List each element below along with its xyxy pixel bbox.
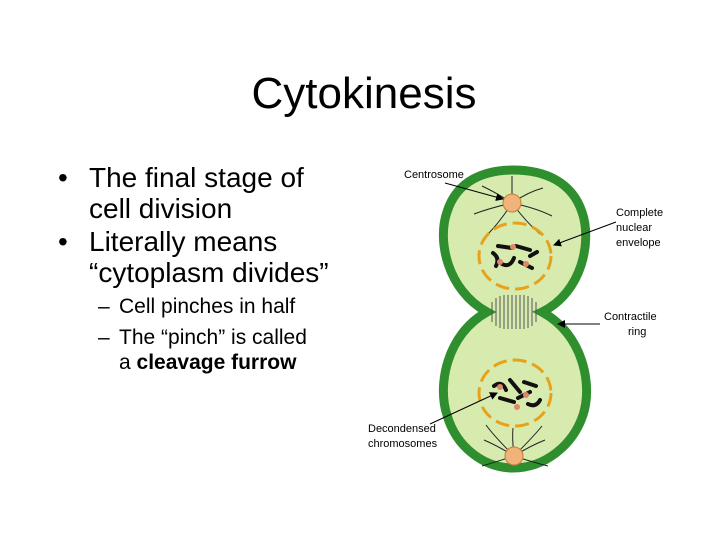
sub-bullet-line: The “pinch” is called <box>119 326 307 349</box>
pointer-chromosomes <box>429 392 498 425</box>
bullet-dot: • <box>58 162 68 193</box>
label-centrosome: Centrosome <box>404 169 464 181</box>
bullet-line: “cytoplasm divides” <box>89 257 329 288</box>
pointer-centrosome <box>444 182 504 201</box>
bullet-dot: • <box>58 226 68 257</box>
key-term: cleavage furrow <box>136 351 297 374</box>
nuclear-envelope-top <box>477 221 553 291</box>
sub-bullet-dash: – <box>98 295 110 318</box>
sub-bullet-dash: – <box>98 326 110 349</box>
sub-bullet-prefix: a <box>119 351 137 374</box>
kinetochores-top <box>497 244 529 267</box>
bullet-line: Literally means <box>89 226 278 257</box>
cell-wall <box>438 165 592 473</box>
label-nuclear-envelope-1: Complete <box>616 207 663 219</box>
chromosomes-top <box>491 244 539 270</box>
nuclear-envelope-bottom <box>477 358 553 428</box>
label-chromosomes-2: chromosomes <box>368 438 438 450</box>
centrosome-top <box>473 176 553 236</box>
label-nuclear-envelope-2: nuclear <box>616 222 652 234</box>
sub-bullet-line: a cleavage furrow <box>119 350 358 375</box>
pointer-nuclear-envelope <box>553 221 617 247</box>
bullet-list: • The final stage of cell division • Lit… <box>58 162 358 375</box>
label-contractile-ring-1: Contractile <box>604 311 657 323</box>
cytokinesis-diagram: Centrosome Complete nuclear envelope Con… <box>368 165 663 473</box>
sub-bullet-line: Cell pinches in half <box>119 295 296 318</box>
sub-bullet-item: – Cell pinches in half <box>58 294 358 319</box>
bullet-item: • Literally means “cytoplasm divides” <box>58 226 358 288</box>
label-contractile-ring-2: ring <box>628 326 646 338</box>
label-chromosomes-1: Decondensed <box>368 423 436 435</box>
slide-title: Cytokinesis <box>251 69 477 118</box>
label-nuclear-envelope-3: envelope <box>616 237 661 249</box>
sub-bullet-item: – The “pinch” is called a cleavage furro… <box>58 325 358 375</box>
bullet-line: The final stage of <box>89 162 304 193</box>
contractile-ring <box>491 295 537 329</box>
bullet-line: cell division <box>89 193 233 224</box>
centrosome-bottom <box>481 424 549 467</box>
kinetochores-bottom <box>497 384 529 410</box>
bullet-item: • The final stage of cell division <box>58 162 358 224</box>
